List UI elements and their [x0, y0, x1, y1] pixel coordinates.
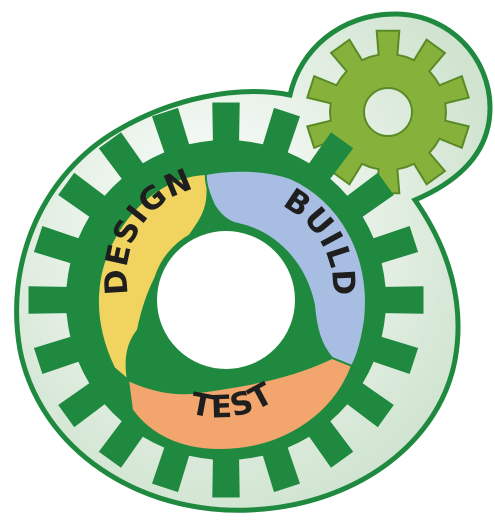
build-segment	[204, 169, 367, 368]
gear-hub	[151, 225, 301, 375]
test-segment	[126, 356, 354, 452]
